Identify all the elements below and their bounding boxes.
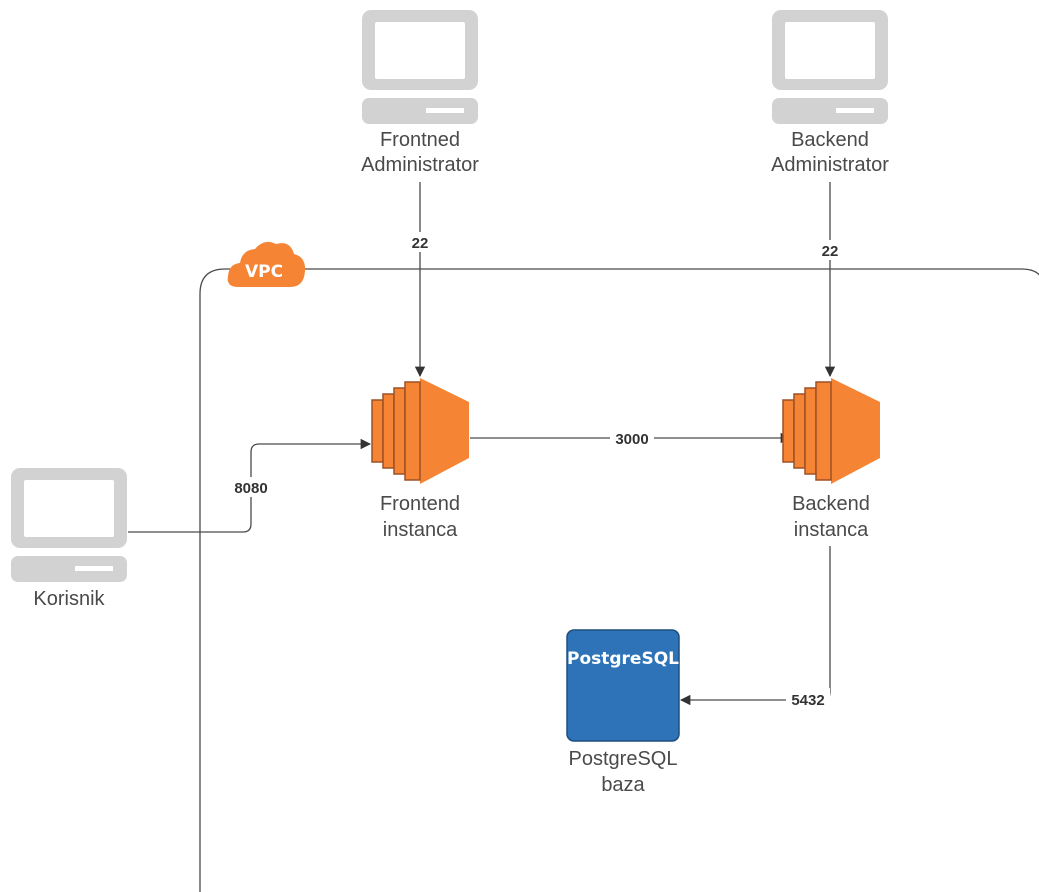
backend-admin-label-line1: Backend: [791, 129, 869, 151]
desktop-computer-icon: [772, 10, 888, 124]
desktop-computer-icon: [362, 10, 478, 124]
vpc-label: VPC: [245, 262, 283, 282]
ec2-instance-icon: [371, 378, 469, 484]
backend-instance-label-line2: instanca: [794, 519, 869, 541]
port-label-backend-ssh: 22: [822, 243, 839, 260]
vpc-group: VPC: [199, 241, 1039, 892]
backend-admin-node: Backend Administrator: [770, 10, 892, 176]
backend-admin-label-line2: Administrator: [771, 154, 889, 176]
port-label-database: 5432: [791, 692, 824, 709]
frontend-instance-label-line2: instanca: [383, 519, 458, 541]
database-icon: PostgreSQL: [566, 629, 680, 742]
edge-labels: 22 22 8080 3000 5432: [229, 232, 843, 710]
frontend-instance-node: Frontend instanca: [371, 378, 469, 541]
desktop-computer-icon: [11, 468, 127, 582]
database-label-line1: PostgreSQL: [569, 748, 678, 770]
edges: [128, 182, 836, 706]
backend-instance-label-line1: Backend: [792, 493, 870, 515]
database-node: PostgreSQL PostgreSQL baza: [566, 629, 680, 796]
port-label-frontend-ssh: 22: [412, 235, 429, 252]
port-label-api: 3000: [615, 431, 648, 448]
vpc-boundary: [199, 268, 1039, 892]
edge-backend-to-database: [679, 546, 831, 706]
database-label-line2: baza: [601, 774, 645, 796]
frontend-admin-label-line2: Administrator: [361, 154, 479, 176]
database-icon-text: PostgreSQL: [567, 649, 679, 669]
frontend-admin-node: Frontned Administrator: [360, 10, 482, 176]
frontend-admin-label-line1: Frontned: [380, 129, 460, 151]
backend-instance-node: Backend instanca: [780, 378, 880, 544]
user-node: Korisnik: [11, 468, 127, 610]
port-label-user-http: 8080: [234, 480, 267, 497]
frontend-instance-label-line1: Frontend: [380, 493, 460, 515]
cloud-icon: VPC: [227, 241, 306, 287]
user-label: Korisnik: [33, 588, 105, 610]
ec2-instance-icon: [782, 378, 880, 484]
